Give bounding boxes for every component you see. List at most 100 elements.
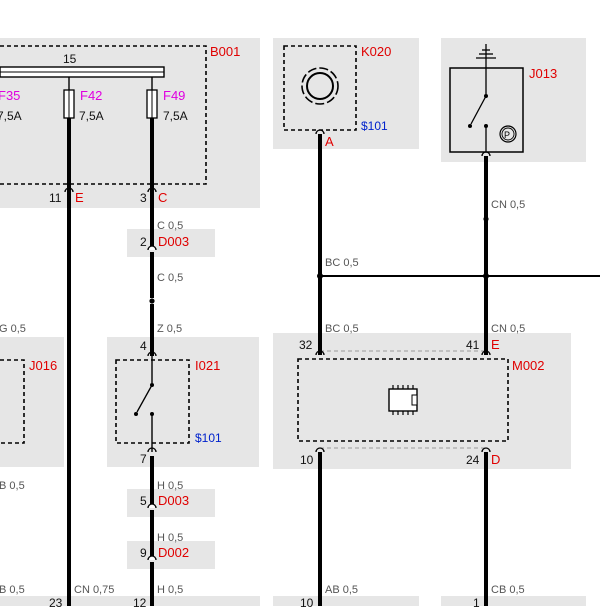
m002-pin-32: 32 — [299, 338, 313, 352]
component-j016: J016 — [0, 358, 57, 444]
wire-label-bc05-a: BC 0,5 — [325, 257, 359, 269]
splices — [149, 216, 489, 304]
bottom-pin-10: 10 — [300, 596, 314, 610]
connector-d003-mid-num: 5 — [140, 494, 147, 508]
component-j013: P J013 — [449, 44, 557, 157]
i021-pin-bottom: 7 — [140, 452, 147, 466]
wires — [67, 118, 600, 606]
parking-symbol-icon-inner — [501, 127, 515, 141]
j013-pin-mark — [481, 151, 491, 157]
b001-pin-e-num: 11 — [49, 191, 62, 205]
component-k020: K020 $101 A — [283, 44, 391, 149]
m002-pin24-mark — [481, 447, 491, 453]
fuse-f42-rating: 7,5A — [79, 109, 104, 123]
wire-label-c05-b: C 0,5 — [157, 272, 183, 284]
wire-label-cn05-a: CN 0,5 — [491, 199, 525, 211]
i021-pin-bot-mark — [147, 447, 157, 453]
b001-label: B001 — [210, 44, 240, 59]
component-b001: 15 B001 F35 7,5A F42 7,5A F49 7,5A 11 E … — [0, 44, 240, 205]
panel-d002 — [127, 541, 215, 569]
panel-bottom-mid — [273, 596, 419, 606]
j016-label: J016 — [29, 358, 57, 373]
wire-label-h05-c: H 0,5 — [157, 584, 183, 596]
bottom-pin-1: 1 — [473, 596, 480, 610]
m002-pin-24: 24 — [466, 453, 480, 467]
background-panels — [0, 38, 586, 606]
j013-switch-arm — [470, 95, 487, 125]
i021-switch-arm — [136, 384, 153, 413]
connector-d002-mark — [147, 555, 157, 561]
fuse-f42-name: F42 — [80, 88, 102, 103]
b001-pin-e-letter: E — [75, 190, 84, 205]
k020-pin-a-mark — [315, 129, 325, 135]
i021-label: I021 — [195, 358, 220, 373]
panel-d003-mid — [127, 489, 215, 517]
m002-label: M002 — [512, 358, 545, 373]
m002-pin-41: 41 — [466, 338, 480, 352]
connector-d003-mid-id: D003 — [158, 493, 189, 508]
connector-d003-top-num: 2 — [140, 235, 147, 249]
component-m002: M002 32 41 E 10 24 D — [297, 337, 545, 467]
k020-label: K020 — [361, 44, 391, 59]
splice-cn — [483, 216, 489, 222]
connector-d003-top-id: D003 — [158, 234, 189, 249]
panel-j016 — [0, 337, 64, 467]
m002-pin-24-letter: D — [491, 452, 500, 467]
parking-symbol-letter: P — [504, 130, 510, 140]
panel-bottom-right — [441, 596, 586, 606]
component-i021: I021 $101 4 7 — [115, 339, 222, 466]
splice-c — [149, 298, 155, 304]
k020-symbol-outer — [301, 67, 339, 105]
wire-label-bc05-b: BC 0,5 — [325, 323, 359, 335]
m002-pin-10: 10 — [300, 453, 314, 467]
wire-label-b05-b: B 0,5 — [0, 584, 25, 596]
j016-dashed-box — [0, 359, 25, 444]
k020-ref: $101 — [361, 119, 388, 133]
bottom-pin-23: 23 — [49, 596, 63, 610]
b001-dashed-box — [0, 45, 207, 185]
wire-label-cb05: CB 0,5 — [491, 584, 525, 596]
panel-bottom-left — [0, 596, 260, 606]
panel-j013 — [441, 38, 586, 162]
splice-cn-bc — [483, 273, 489, 279]
wire-label-b05-a: B 0,5 — [0, 480, 25, 492]
ecu-chip-notch — [411, 394, 418, 406]
fuse-f35-rating: 7,5A — [0, 109, 22, 123]
ecu-chip-pins — [392, 385, 414, 415]
wire-label-h05-a: H 0,5 — [157, 480, 183, 492]
inline-connectors: 2 D003 5 D003 9 D002 — [140, 234, 189, 561]
j013-contact-dot-mid — [468, 124, 472, 128]
panel-b001 — [0, 38, 260, 208]
bottom-pin-12: 12 — [133, 596, 147, 610]
panel-m002 — [273, 333, 571, 469]
panel-k020 — [273, 38, 419, 149]
wire-labels: C 0,5 C 0,5 Z 0,5 H 0,5 H 0,5 H 0,5 BC 0… — [0, 199, 525, 596]
wire-label-z05: Z 0,5 — [157, 323, 182, 335]
connector-d002-id: D002 — [158, 545, 189, 560]
wire-label-g05: G 0,5 — [0, 323, 26, 335]
fuse-f49-name: F49 — [163, 88, 185, 103]
splice-bc — [317, 273, 323, 279]
m002-pin-41-letter: E — [491, 337, 500, 352]
b001-pin-c-letter: C — [158, 190, 167, 205]
wire-label-ab05: AB 0,5 — [325, 584, 358, 596]
m002-dashed-box — [297, 358, 509, 442]
wire-label-h05-b: H 0,5 — [157, 532, 183, 544]
b001-pin-c-num: 3 — [140, 191, 147, 205]
k020-symbol-inner — [306, 72, 334, 100]
panel-i021 — [107, 337, 259, 467]
fuse-f49-rating: 7,5A — [163, 109, 188, 123]
connector-d003-mid-mark — [147, 503, 157, 509]
k020-pin-a: A — [325, 134, 334, 149]
connector-d003-top-mark — [147, 245, 157, 251]
j013-label: J013 — [529, 66, 557, 81]
connector-d002-num: 9 — [140, 546, 147, 560]
wire-label-cn05-b: CN 0,5 — [491, 323, 525, 335]
panel-d003-top — [127, 229, 215, 257]
i021-dot-mid — [134, 412, 138, 416]
wire-label-cn075: CN 0,75 — [74, 584, 114, 596]
i021-ref: $101 — [195, 431, 222, 445]
wire-label-c05-a: C 0,5 — [157, 220, 183, 232]
